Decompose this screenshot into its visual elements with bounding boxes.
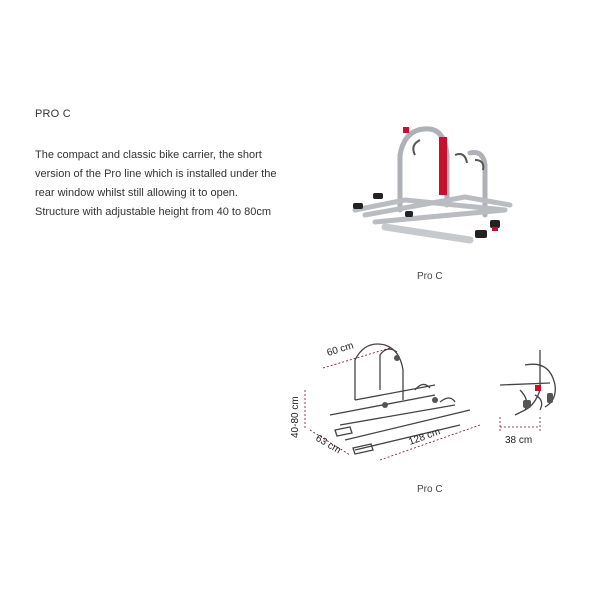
length-label: 128 cm: [407, 426, 442, 448]
description-line: The compact and classic bike carrier, th…: [35, 149, 262, 161]
side-view-diagram: 38 cm: [499, 350, 556, 445]
depth-label: 63 cm: [314, 433, 343, 456]
description-line: rear window whilst still allowing it to …: [35, 187, 238, 199]
description-line: version of the Pro line which is install…: [35, 168, 277, 180]
photo-caption: Pro C: [417, 271, 443, 282]
bike-carrier-photo: [352, 126, 513, 244]
product-title: PRO C: [35, 108, 71, 120]
description-line: Structure with adjustable height from 40…: [35, 206, 272, 218]
height-label: 40-80 cm: [290, 396, 301, 438]
width-label: 60 cm: [326, 340, 355, 358]
diagram-caption: Pro C: [417, 484, 443, 495]
product-description: The compact and classic bike carrier, th…: [35, 146, 305, 222]
dimension-diagram: 60 cm 40-80 cm 63 cm 128 cm: [290, 340, 481, 461]
side-depth-label: 38 cm: [505, 435, 532, 445]
